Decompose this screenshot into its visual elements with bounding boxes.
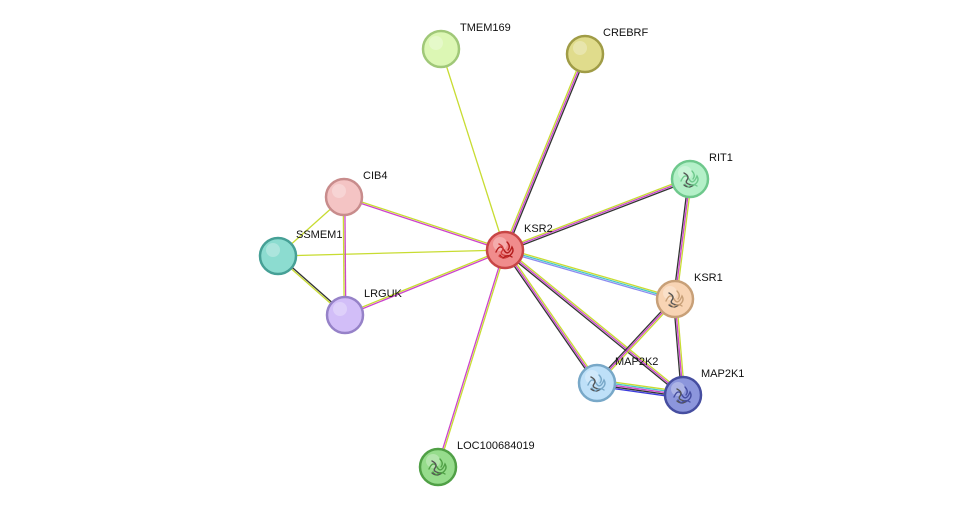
edge-evidence-line <box>505 248 685 395</box>
node-label-crebrf: CREBRF <box>603 27 649 39</box>
node-ksr1[interactable] <box>655 279 695 319</box>
edge-evidence-line <box>505 54 588 251</box>
edge-evidence-line <box>675 179 693 300</box>
edge-cib4-lrguk[interactable] <box>342 196 347 316</box>
node-circle <box>418 447 458 487</box>
edge-evidence-line <box>342 197 345 316</box>
node-label-cib4: CIB4 <box>363 170 387 182</box>
node-circle <box>421 29 461 69</box>
protein-structure-icon <box>680 170 699 188</box>
edge-ksr2-ssmem1[interactable] <box>277 249 506 257</box>
edge-evidence-line <box>344 195 506 250</box>
node-label-tmem169: TMEM169 <box>460 22 511 34</box>
structure-ribbon <box>680 386 691 404</box>
edge-evidence-line <box>672 178 690 299</box>
edge-ksr2-map2k1[interactable] <box>503 248 685 397</box>
node-map2k1[interactable] <box>663 375 703 415</box>
node-highlight <box>573 41 587 55</box>
node-highlight <box>332 184 346 198</box>
node-circle <box>663 375 703 415</box>
node-crebrf[interactable] <box>565 34 605 74</box>
edge-evidence-line <box>503 250 683 397</box>
edge-evidence-line <box>440 48 506 251</box>
edge-evidence-line <box>344 196 347 315</box>
protein-structure-icon <box>665 290 684 308</box>
edge-evidence-line <box>343 197 505 252</box>
edge-evidence-line <box>344 248 505 315</box>
edge-ksr2-lrguk[interactable] <box>344 248 506 317</box>
protein-structure-icon <box>495 241 514 259</box>
node-circle <box>655 279 695 319</box>
protein-structure-icon <box>428 458 447 476</box>
node-circle <box>324 177 364 217</box>
edge-evidence-line <box>277 249 506 257</box>
edge-evidence-line <box>504 249 676 300</box>
structure-ribbon <box>672 290 683 308</box>
protein-structure-icon <box>587 374 606 392</box>
edge-ksr2-ksr1[interactable] <box>504 247 676 302</box>
structure-ribbon <box>502 241 513 259</box>
node-label-ssmem1: SSMEM1 <box>296 229 342 241</box>
node-tmem169[interactable] <box>421 29 461 69</box>
edge-evidence-line <box>504 53 586 251</box>
edge-evidence-line <box>504 176 690 250</box>
edge-ksr2-cib4[interactable] <box>343 195 506 252</box>
node-ssmem1[interactable] <box>258 236 298 276</box>
node-circle <box>325 295 365 335</box>
node-label-rit1: RIT1 <box>709 152 733 164</box>
node-label-ksr1: KSR1 <box>694 272 723 284</box>
edge-evidence-line <box>505 248 599 383</box>
nodes-layer <box>258 29 710 487</box>
node-highlight <box>429 36 443 50</box>
node-circle <box>670 159 710 199</box>
edge-evidence-line <box>505 179 691 253</box>
edge-ksr2-map2k2[interactable] <box>503 248 599 385</box>
protein-structure-icon <box>673 386 692 404</box>
edge-evidence-line <box>502 53 585 250</box>
edge-evidence-line <box>504 250 675 302</box>
node-circle <box>258 236 298 276</box>
edge-evidence-line <box>503 250 597 385</box>
node-label-map2k2: MAP2K2 <box>615 356 658 368</box>
edges-layer <box>277 48 693 468</box>
node-loc100684019[interactable] <box>418 447 458 487</box>
edge-ksr2-tmem169[interactable] <box>440 48 506 251</box>
node-label-ksr2: KSR2 <box>524 223 553 235</box>
node-lrguk[interactable] <box>325 295 365 335</box>
structure-ribbon <box>594 374 605 392</box>
node-label-map2k1: MAP2K1 <box>701 368 744 380</box>
edge-ksr2-crebrf[interactable] <box>502 53 588 251</box>
node-cib4[interactable] <box>324 177 364 217</box>
node-circle <box>485 230 525 270</box>
node-label-lrguk: LRGUK <box>364 288 403 300</box>
edge-ksr2-loc100684019[interactable] <box>436 249 507 468</box>
node-label-loc100684019: LOC100684019 <box>457 440 535 452</box>
edge-ksr2-rit1[interactable] <box>504 176 691 253</box>
edge-rit1-ksr1[interactable] <box>672 178 693 300</box>
node-rit1[interactable] <box>670 159 710 199</box>
node-highlight <box>266 243 280 257</box>
structure-ribbon <box>687 170 698 188</box>
node-highlight <box>333 302 347 316</box>
node-ksr2[interactable] <box>485 230 525 270</box>
edge-evidence-line <box>504 249 684 396</box>
node-circle <box>565 34 605 74</box>
edge-evidence-line <box>436 249 505 467</box>
edge-evidence-line <box>345 250 506 317</box>
structure-ribbon <box>435 458 446 476</box>
edge-evidence-line <box>674 178 691 300</box>
node-circle <box>577 363 617 403</box>
edge-evidence-line <box>438 250 507 468</box>
edge-evidence-line <box>505 247 676 299</box>
edge-evidence-line <box>504 249 598 384</box>
edge-evidence-line <box>504 178 691 251</box>
node-map2k2[interactable] <box>577 363 617 403</box>
